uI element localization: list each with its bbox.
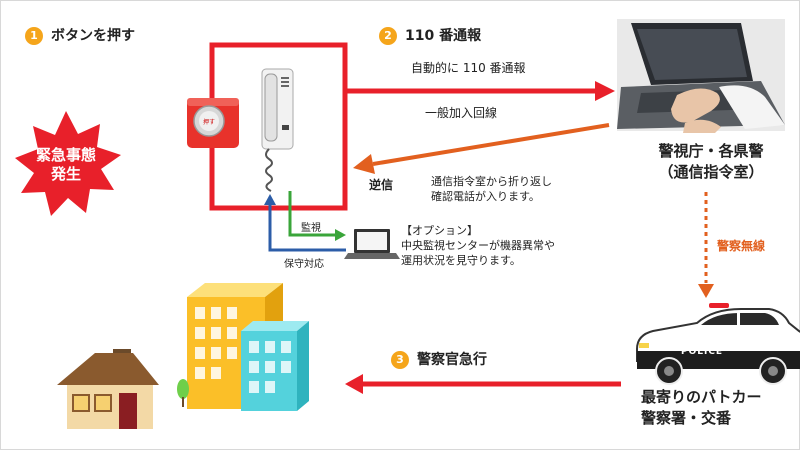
option-title: 【オプション】 [401, 224, 478, 237]
patrol-line-1: 最寄りのパトカー [641, 388, 762, 406]
step-3-badge: 3 [391, 351, 409, 369]
line-type-label: 一般加入回線 [425, 106, 498, 120]
emergency-line-2: 発生 [50, 165, 81, 183]
operator-laptop-icon [617, 19, 785, 133]
step-3-label: 3 警察官急行 [391, 349, 487, 369]
svg-text:押す: 押す [203, 118, 215, 126]
option-block: 【オプション】 中央監視センターが機器異常や 運用状況を見守ります。 [401, 223, 555, 268]
police-hq-line-1: 警視庁・各県警 [658, 142, 764, 160]
patrol-label: 最寄りのパトカー 警察署・交番 [641, 387, 761, 429]
emergency-line-1: 緊急事態 [35, 146, 96, 164]
police-hq-label: 警視庁・各県警 （通信指令室） [641, 141, 781, 183]
arrow-callback [372, 123, 610, 166]
office-buildings-icon [177, 283, 309, 411]
alarm-button-icon: 押す [187, 98, 239, 148]
monitor-label: 監視 [301, 223, 321, 234]
step-3-text: 警察官急行 [417, 352, 487, 368]
arrow-radio-head [698, 284, 714, 298]
emergency-burst-icon [15, 111, 121, 216]
intercom-phone-icon [261, 68, 294, 192]
callback-description: 通信指令室から折り返し 確認電話が入ります。 [431, 174, 552, 204]
police-car-label: POLICE [681, 347, 724, 357]
auto-call-label: 自動的に 110 番通報 [411, 61, 526, 75]
step-1-badge: 1 [25, 27, 43, 45]
step-2-badge: 2 [379, 27, 397, 45]
callback-line-2: 確認電話が入ります。 [431, 190, 540, 203]
option-line-2: 運用状況を見守ります。 [401, 254, 521, 267]
police-car-icon [636, 303, 800, 385]
callback-title: 逆信 [369, 178, 394, 192]
step-1-text: ボタンを押す [51, 28, 135, 44]
arrow-monitor-head [335, 229, 346, 241]
step-1-label: 1 ボタンを押す [25, 25, 135, 45]
laptop-icon [344, 229, 400, 259]
step-2-text: 110 番通報 [405, 28, 482, 44]
radio-label: 警察無線 [717, 239, 766, 253]
patrol-line-2: 警察署・交番 [641, 409, 732, 427]
maintenance-label: 保守対応 [284, 259, 324, 270]
emergency-label: 緊急事態 発生 [30, 146, 102, 184]
callback-line-1: 通信指令室から折り返し [431, 175, 552, 188]
police-hq-line-2: （通信指令室） [658, 163, 764, 181]
arrow-dispatch-head [345, 374, 363, 394]
arrow-monitor [288, 191, 337, 237]
option-line-1: 中央監視センターが機器異常や [401, 239, 555, 252]
arrow-maintenance-head [264, 194, 276, 205]
arrow-maintenance [268, 203, 346, 252]
house-icon [57, 349, 159, 429]
arrow-auto-call-head [595, 81, 615, 101]
arrow-callback-head [353, 154, 375, 174]
step-2-label: 2 110 番通報 [379, 25, 481, 45]
